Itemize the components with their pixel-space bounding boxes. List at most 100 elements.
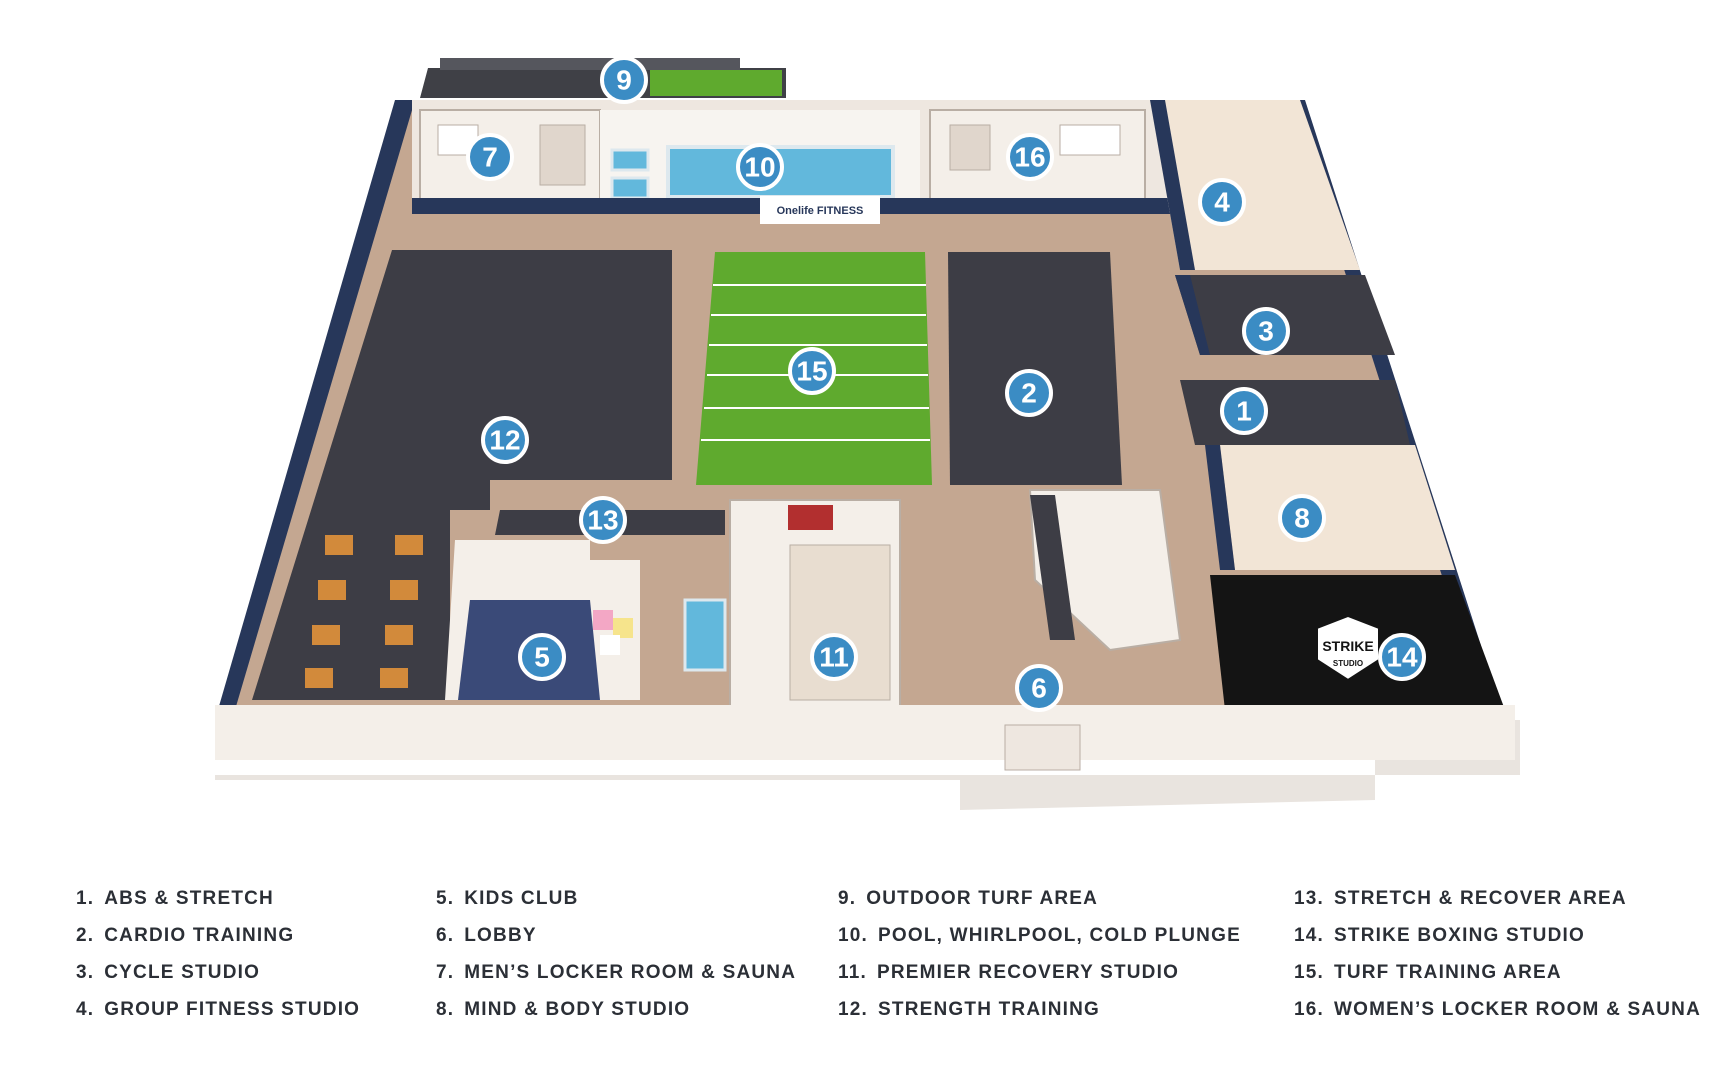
legend-column-3: 9. OUTDOOR TURF AREA 10. POOL, WHIRLPOOL, …	[838, 880, 1241, 1028]
legend-number: 5.	[436, 887, 455, 909]
marker-16[interactable]: 16	[1006, 133, 1054, 181]
legend-item-12: 12. STRENGTH TRAINING	[838, 991, 1241, 1028]
marker-7-label: 7	[482, 142, 498, 173]
strike-logo-main: STRIKE	[1322, 638, 1373, 654]
legend-label: KIDS CLUB	[464, 887, 579, 909]
legend-number: 9.	[838, 887, 857, 909]
legend-label: OUTDOOR TURF AREA	[866, 887, 1099, 909]
legend-item-6: 6. LOBBY	[436, 917, 796, 954]
marker-5-label: 5	[534, 642, 550, 673]
legend-item-10: 10. POOL, WHIRLPOOL, COLD PLUNGE	[838, 917, 1241, 954]
legend-number: 16.	[1294, 998, 1325, 1020]
legend-column-1: 1. ABS & STRETCH 2. CARDIO TRAINING 3. CYCL…	[76, 880, 360, 1028]
marker-2-label: 2	[1021, 378, 1037, 409]
marker-10-label: 10	[744, 152, 775, 183]
legend-item-8: 8.MIND & BODY STUDIO	[436, 991, 796, 1028]
marker-8-label: 8	[1294, 503, 1310, 534]
marker-14-label: 14	[1386, 642, 1418, 673]
marker-9-label: 9	[616, 65, 632, 96]
legend-number: 4.	[76, 998, 95, 1020]
marker-5[interactable]: 5	[518, 633, 566, 681]
marker-3-label: 3	[1258, 316, 1274, 347]
marker-1-label: 1	[1236, 396, 1252, 427]
marker-7[interactable]: 7	[466, 133, 514, 181]
cycle-studio	[1175, 275, 1395, 355]
marker-16-label: 16	[1014, 142, 1045, 173]
legend-label: CYCLE STUDIO	[104, 961, 261, 983]
marker-11[interactable]: 11	[810, 633, 858, 681]
legend-item-3: 3. CYCLE STUDIO	[76, 954, 360, 991]
legend-number: 7.	[436, 961, 455, 983]
marker-2[interactable]: 2	[1005, 369, 1053, 417]
legend-label: WOMEN’S LOCKER ROOM & SAUNA	[1334, 998, 1702, 1020]
entry-vestibule	[1004, 724, 1081, 771]
marker-12-label: 12	[489, 425, 520, 456]
legend-item-5: 5. KIDS CLUB	[436, 880, 796, 917]
group-fitness-studio	[1150, 100, 1360, 270]
marker-13-label: 13	[587, 505, 618, 536]
marker-4-label: 4	[1214, 187, 1230, 218]
legend-label: POOL, WHIRLPOOL, COLD PLUNGE	[878, 924, 1241, 946]
legend-number: 14.	[1294, 924, 1325, 946]
legend-number: 13.	[1294, 887, 1325, 909]
brand-wall-text: Onelife FITNESS	[777, 205, 864, 217]
marker-1[interactable]: 1	[1220, 387, 1268, 435]
legend-item-11: 11. PREMIER RECOVERY STUDIO	[838, 954, 1241, 991]
marker-11-label: 11	[819, 642, 849, 673]
mind-body-studio	[1205, 445, 1455, 570]
legend-label: TURF TRAINING AREA	[1334, 961, 1562, 983]
legend-number: 10.	[838, 924, 869, 946]
legend-number: 3.	[76, 961, 95, 983]
legend-item-16: 16. WOMEN’S LOCKER ROOM & SAUNA	[1294, 991, 1701, 1028]
legend-number: 15.	[1294, 961, 1325, 983]
marker-4[interactable]: 4	[1198, 178, 1246, 226]
legend-label: STRIKE BOXING STUDIO	[1334, 924, 1585, 946]
cardio-training-area	[948, 252, 1122, 485]
marker-3[interactable]: 3	[1242, 307, 1290, 355]
legend-number: 8.	[436, 998, 455, 1020]
floor-plan-map: Onelife FITNESS STRIKE STUDIO	[215, 56, 1520, 810]
legend-label: GROUP FITNESS STUDIO	[104, 998, 361, 1020]
legend-label: CARDIO TRAINING	[104, 924, 295, 946]
marker-8[interactable]: 8	[1278, 494, 1326, 542]
abs-stretch-area	[1180, 380, 1410, 445]
marker-12[interactable]: 12	[481, 416, 529, 464]
legend-label: MEN’S LOCKER ROOM & SAUNA	[464, 961, 797, 983]
marker-15-label: 15	[796, 356, 827, 387]
legend-label: LOBBY	[464, 924, 537, 946]
kids-club	[445, 540, 640, 700]
marker-13[interactable]: 13	[579, 496, 627, 544]
legend: 1. ABS & STRETCH 2. CARDIO TRAINING 3. CYCL…	[0, 880, 1730, 1040]
legend-item-9: 9. OUTDOOR TURF AREA	[838, 880, 1241, 917]
legend-number: 1.	[76, 887, 95, 909]
legend-label: STRENGTH TRAINING	[878, 998, 1101, 1020]
strike-logo-sub: STUDIO	[1333, 659, 1363, 668]
legend-column-2: 5. KIDS CLUB 6. LOBBY 7. MEN’S LOCKER ROOM …	[436, 880, 796, 1028]
legend-number: 2.	[76, 924, 95, 946]
legend-column-4: 13. STRETCH & RECOVER AREA 14. STRIKE BOXI…	[1294, 880, 1701, 1028]
marker-6-label: 6	[1031, 673, 1047, 704]
marker-6[interactable]: 6	[1015, 664, 1063, 712]
legend-item-2: 2. CARDIO TRAINING	[76, 917, 360, 954]
legend-item-1: 1. ABS & STRETCH	[76, 880, 360, 917]
legend-label: PREMIER RECOVERY STUDIO	[876, 961, 1180, 983]
legend-label: STRETCH & RECOVER AREA	[1334, 887, 1627, 909]
reception-counter	[1030, 495, 1075, 640]
west-wall	[215, 100, 415, 720]
brand-wall-sign	[760, 196, 880, 224]
marker-15[interactable]: 15	[788, 347, 836, 395]
marker-14[interactable]: 14	[1378, 633, 1426, 681]
building-slab	[215, 720, 1520, 810]
legend-item-15: 15. TURF TRAINING AREA	[1294, 954, 1701, 991]
legend-label: ABS & STRETCH	[104, 887, 274, 909]
plunge-pool	[683, 598, 727, 672]
marker-10[interactable]: 10	[736, 143, 784, 191]
legend-number: 12.	[838, 998, 869, 1020]
marker-9[interactable]: 9	[600, 56, 648, 104]
legend-item-14: 14. STRIKE BOXING STUDIO	[1294, 917, 1701, 954]
strike-boxing-studio: STRIKE STUDIO	[1210, 575, 1505, 710]
legend-item-13: 13. STRETCH & RECOVER AREA	[1294, 880, 1701, 917]
legend-number: 11.	[838, 961, 867, 983]
legend-number: 6.	[436, 924, 455, 946]
legend-item-4: 4. GROUP FITNESS STUDIO	[76, 991, 360, 1028]
